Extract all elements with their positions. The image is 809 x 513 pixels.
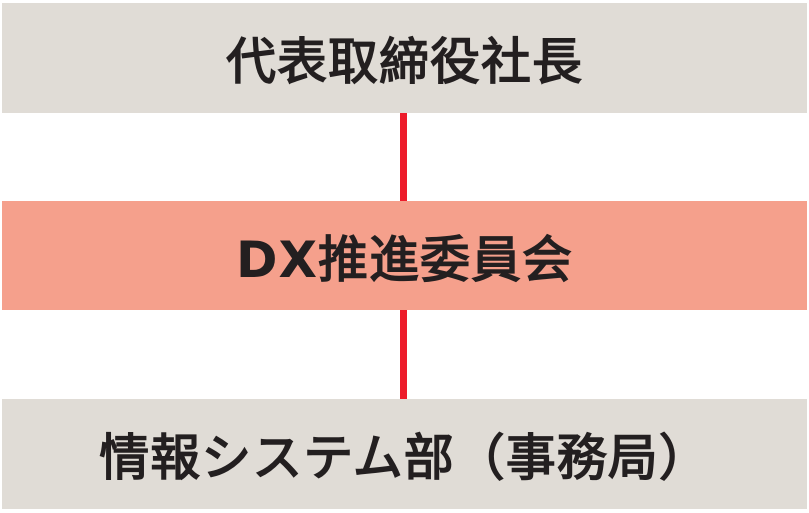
node-president: 代表取締役社長 bbox=[2, 3, 807, 113]
node-label: 情報システム部（事務局） bbox=[99, 429, 710, 487]
connector-line bbox=[400, 310, 407, 399]
node-dx-committee: DX推進委員会 bbox=[2, 201, 807, 310]
connector-line bbox=[400, 113, 407, 201]
node-label: 代表取締役社長 bbox=[226, 33, 583, 91]
node-label: DX推進委員会 bbox=[235, 230, 574, 289]
node-it-department: 情報システム部（事務局） bbox=[2, 399, 807, 509]
